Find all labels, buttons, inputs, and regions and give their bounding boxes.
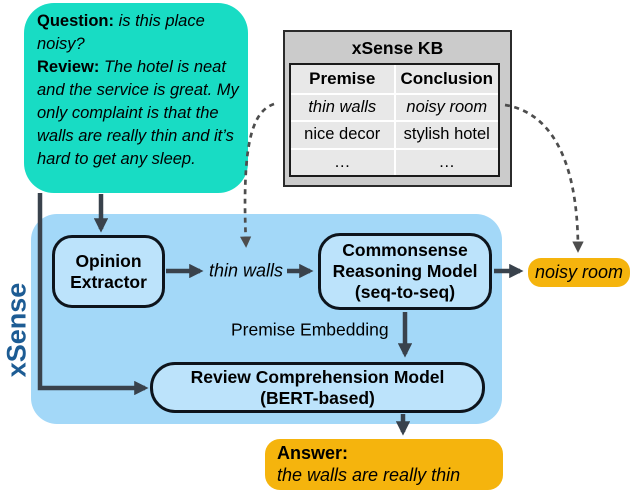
opinion-extractor-label-line2: Extractor bbox=[70, 271, 147, 292]
review-text: The hotel is neat and the service is gre… bbox=[37, 58, 239, 168]
premise-embedding-label: Premise Embedding bbox=[231, 319, 389, 340]
opinion-extractor-node: Opinion Extractor bbox=[52, 235, 165, 308]
kb-header-row: Premise Conclusion bbox=[291, 65, 498, 93]
review-model-label-line1: Review Comprehension Model bbox=[190, 366, 445, 387]
answer-text: the walls are really thin bbox=[277, 465, 461, 485]
question-text: is this place noisy? bbox=[37, 12, 205, 53]
kb-cell-conclusion: … bbox=[393, 147, 498, 175]
question-label: Question: bbox=[37, 12, 114, 30]
review-comprehension-model-node: Review Comprehension Model (BERT-based) bbox=[150, 362, 485, 413]
kb-cell-premise: thin walls bbox=[291, 92, 394, 120]
question-review-box: Question: is this place noisy? Review: T… bbox=[24, 3, 248, 193]
conclusion-result-box: noisy room bbox=[528, 258, 630, 287]
answer-label: Answer: bbox=[277, 443, 349, 463]
kb-table: Premise Conclusion thin walls noisy room… bbox=[289, 63, 500, 177]
review-line: Review: The hotel is neat and the servic… bbox=[37, 56, 240, 171]
kb-cell-premise: nice decor bbox=[291, 120, 394, 148]
premise-text: thin walls bbox=[208, 260, 284, 281]
commonsense-label-line1: Commonsense bbox=[342, 240, 468, 260]
xsense-kb-box: xSense KB Premise Conclusion thin walls … bbox=[283, 30, 512, 187]
kb-header-premise: Premise bbox=[291, 65, 394, 93]
opinion-extractor-label-line1: Opinion bbox=[75, 250, 142, 271]
commonsense-reasoning-model-node: Commonsense Reasoning Model (seq-to-seq) bbox=[318, 233, 492, 310]
commonsense-label-line2: Reasoning Model bbox=[332, 261, 478, 281]
kb-cell-premise: … bbox=[291, 147, 394, 175]
kb-row-nice-decor: nice decor stylish hotel bbox=[291, 120, 498, 148]
kb-row-thin-walls: thin walls noisy room bbox=[291, 92, 498, 120]
review-model-label-line2: (BERT-based) bbox=[260, 387, 375, 408]
kb-cell-conclusion: noisy room bbox=[393, 92, 498, 120]
answer-box: Answer: the walls are really thin bbox=[265, 439, 503, 490]
question-line: Question: is this place noisy? bbox=[37, 10, 240, 56]
review-label: Review: bbox=[37, 58, 100, 76]
kb-header-conclusion: Conclusion bbox=[393, 65, 498, 93]
kb-cell-conclusion: stylish hotel bbox=[393, 120, 498, 148]
kb-title: xSense KB bbox=[351, 38, 444, 58]
dashed-arrow-kb-conclusion-to-result bbox=[504, 103, 584, 253]
commonsense-label-line3: (seq-to-seq) bbox=[354, 282, 456, 302]
xsense-system-label: xSense bbox=[1, 282, 32, 378]
kb-row-ellipsis: … … bbox=[291, 147, 498, 175]
